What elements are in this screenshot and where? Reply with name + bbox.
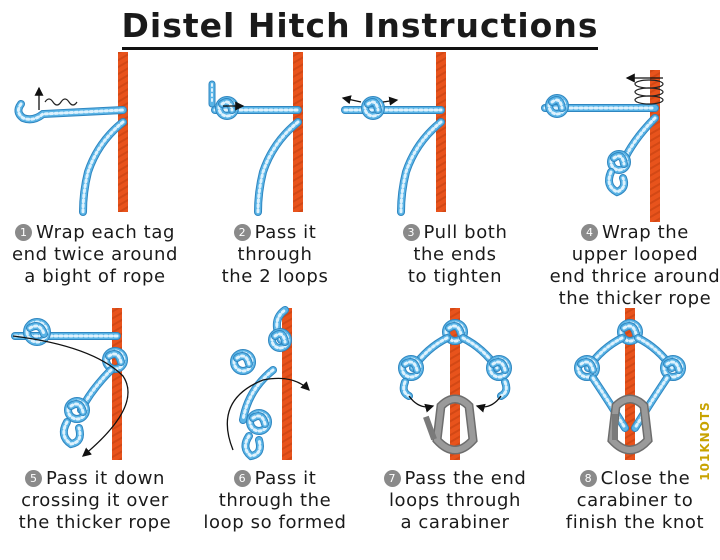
step-caption-text: carabiner to bbox=[576, 490, 694, 511]
step-caption-line: end thrice around bbox=[545, 266, 720, 288]
step-caption-line: carabiner to bbox=[545, 490, 720, 512]
step-caption-text: the ends bbox=[413, 244, 497, 265]
step-caption-text: through bbox=[237, 244, 313, 265]
step-caption-text: the thicker rope bbox=[558, 288, 712, 309]
step-caption-text: Pull both bbox=[423, 222, 508, 243]
brand-logo-text: 101KNOTS bbox=[698, 401, 712, 481]
step-caption-text: a bight of rope bbox=[24, 266, 166, 287]
step-number-badge: 2 bbox=[233, 224, 251, 241]
step-caption-text: loop so formed bbox=[203, 512, 347, 533]
step-caption-text: crossing it over bbox=[21, 490, 169, 511]
step-illustration-6 bbox=[226, 306, 310, 461]
step-caption-text: a carabiner bbox=[400, 512, 510, 533]
step-caption-text: Close the bbox=[600, 468, 691, 489]
page-title: Distel Hitch Instructions bbox=[121, 6, 599, 45]
title-underline bbox=[122, 47, 598, 50]
step-caption-text: through the bbox=[218, 490, 332, 511]
step-illustration-4 bbox=[541, 70, 664, 222]
step-caption-line: through bbox=[185, 244, 365, 266]
step-number-badge: 8 bbox=[579, 470, 597, 487]
step-number-badge: 1 bbox=[14, 224, 32, 241]
step-number-badge: 7 bbox=[383, 470, 401, 487]
step-caption-text: upper looped bbox=[571, 244, 699, 265]
step-illustration-5 bbox=[11, 308, 129, 460]
step-caption-text: the thicker rope bbox=[18, 512, 172, 533]
step-illustration-8 bbox=[574, 308, 687, 460]
step-caption-line: the ends bbox=[365, 244, 545, 266]
step-caption-line: upper looped bbox=[545, 244, 720, 266]
step-number-badge: 6 bbox=[233, 470, 251, 487]
step-number-badge: 3 bbox=[402, 224, 420, 241]
step-caption-line: loop so formed bbox=[185, 512, 365, 534]
step-caption-text: the 2 loops bbox=[221, 266, 329, 287]
step-illustration-3 bbox=[341, 52, 446, 216]
step-caption-line: crossing it over bbox=[5, 490, 185, 512]
brand-logo: 101KNOTS bbox=[694, 400, 716, 490]
step-number-badge: 4 bbox=[581, 224, 599, 241]
step-illustration-7 bbox=[398, 308, 513, 460]
step-caption-line: to tighten bbox=[365, 266, 545, 288]
step-illustration-1 bbox=[14, 52, 128, 216]
step-caption-text: Wrap the bbox=[602, 222, 689, 243]
step-caption-line: finish the knot bbox=[545, 512, 720, 534]
step-caption-line: the thicker rope bbox=[545, 288, 720, 310]
step-caption-text: to tighten bbox=[407, 266, 503, 287]
step-caption-line: end twice around bbox=[5, 244, 185, 266]
step-caption-line: loops through bbox=[365, 490, 545, 512]
step-caption-line: a carabiner bbox=[365, 512, 545, 534]
step-illustration-2 bbox=[208, 52, 303, 216]
step-caption-text: end twice around bbox=[12, 244, 178, 265]
step-caption-text: end thrice around bbox=[549, 266, 720, 287]
step-caption-text: Pass it down bbox=[45, 468, 166, 489]
step-caption-line: through the bbox=[185, 490, 365, 512]
step-caption-text: Wrap each tag bbox=[35, 222, 175, 243]
step-caption-line: the thicker rope bbox=[5, 512, 185, 534]
step-caption-text: loops through bbox=[388, 490, 522, 511]
step-caption-text: Pass it bbox=[254, 222, 317, 243]
step-caption-text: finish the knot bbox=[565, 512, 705, 533]
step-number-badge: 5 bbox=[24, 470, 42, 487]
step-caption-text: Pass the end bbox=[404, 468, 527, 489]
step-caption-text: Pass it bbox=[254, 468, 317, 489]
step-caption-line: the 2 loops bbox=[185, 266, 365, 288]
step-caption-line: a bight of rope bbox=[5, 266, 185, 288]
